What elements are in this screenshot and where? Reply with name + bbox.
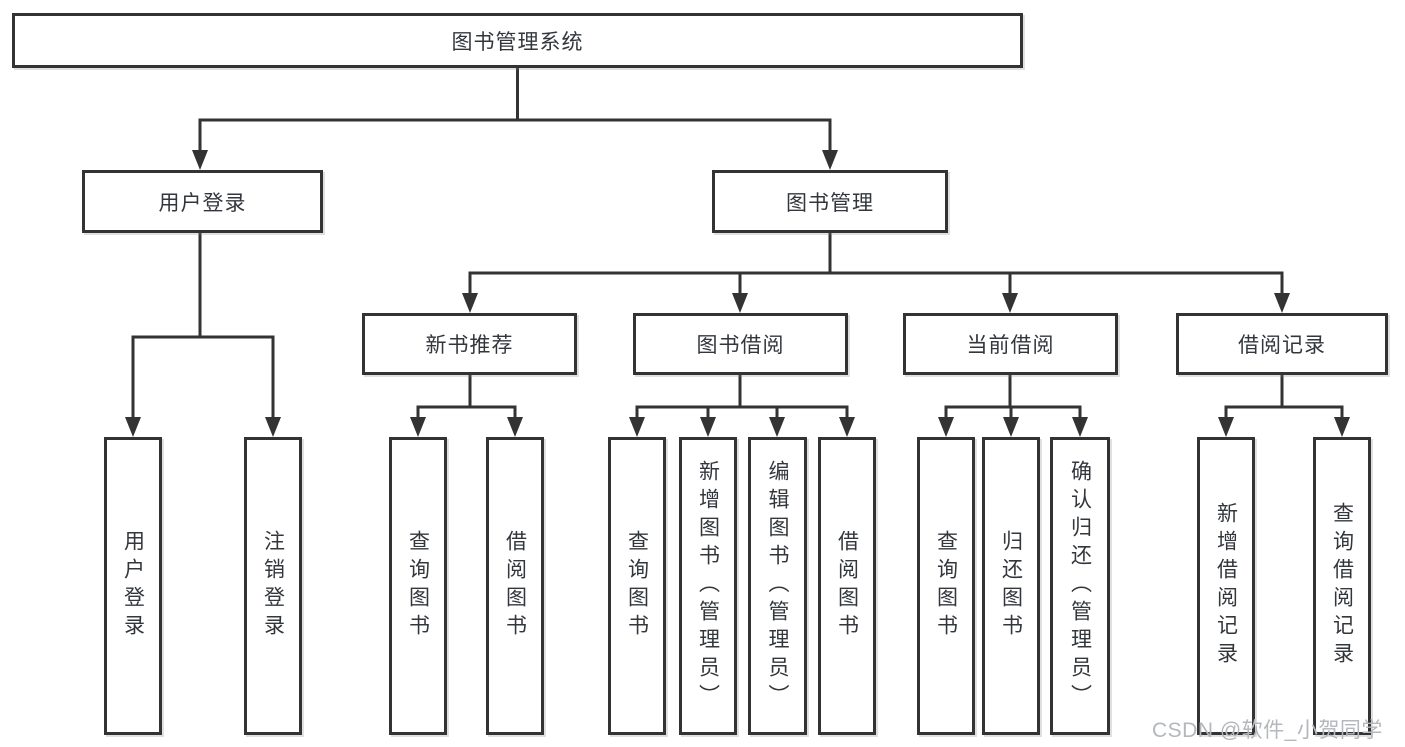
- leaf-edit-book-admin: 编辑图书（管理员）: [748, 437, 807, 735]
- leaf-add-book-admin-label: 新增图书（管理员）: [696, 460, 720, 712]
- leaf-newbooks-query-books: 查询图书: [389, 437, 447, 735]
- node-new-book-recommend: 新书推荐: [362, 313, 577, 375]
- node-new-book-recommend-label: 新书推荐: [425, 334, 514, 357]
- leaf-edit-book-admin-label: 编辑图书（管理员）: [766, 460, 789, 712]
- leaf-borrow-borrow-books-label: 借阅图书: [835, 530, 859, 642]
- node-book-management: 图书管理: [712, 170, 948, 233]
- leaf-logout: 注销登录: [244, 437, 302, 735]
- node-book-borrow-label: 图书借阅: [696, 334, 785, 357]
- node-book-borrow: 图书借阅: [633, 313, 848, 375]
- leaf-user-login: 用户登录: [104, 437, 162, 735]
- watermark: CSDN @软件_小贺同学: [1152, 719, 1383, 742]
- node-user-login-label: 用户登录: [158, 191, 247, 215]
- leaf-current-query-books: 查询图书: [917, 437, 975, 735]
- leaf-add-borrow-record-label: 新增借阅记录: [1214, 502, 1238, 670]
- node-borrow-records-label: 借阅记录: [1238, 334, 1326, 357]
- leaf-return-books-label: 归还图书: [999, 530, 1023, 642]
- leaf-current-query-books-label: 查询图书: [934, 530, 958, 642]
- node-root: 图书管理系统: [12, 13, 1023, 68]
- leaf-borrow-borrow-books: 借阅图书: [818, 437, 876, 735]
- leaf-add-borrow-record: 新增借阅记录: [1197, 437, 1255, 735]
- leaf-query-borrow-record-label: 查询借阅记录: [1330, 502, 1354, 670]
- leaf-user-login-label: 用户登录: [121, 530, 145, 642]
- leaf-add-book-admin: 新增图书（管理员）: [679, 437, 737, 735]
- leaf-confirm-return-admin-label: 确认归还（管理员）: [1068, 460, 1092, 712]
- node-current-borrow: 当前借阅: [903, 313, 1118, 375]
- node-borrow-records: 借阅记录: [1176, 313, 1388, 375]
- node-current-borrow-label: 当前借阅: [966, 334, 1055, 357]
- node-root-label: 图书管理系统: [451, 30, 584, 54]
- node-user-login: 用户登录: [82, 170, 323, 233]
- leaf-logout-label: 注销登录: [261, 530, 285, 642]
- leaf-query-borrow-record: 查询借阅记录: [1313, 437, 1371, 735]
- node-book-management-label: 图书管理: [786, 191, 874, 215]
- leaf-borrow-query-books-label: 查询图书: [625, 530, 649, 642]
- leaf-borrow-query-books: 查询图书: [608, 437, 666, 735]
- leaf-newbooks-query-books-label: 查询图书: [406, 530, 430, 642]
- leaf-return-books: 归还图书: [982, 437, 1040, 735]
- leaf-newbooks-borrow-books: 借阅图书: [486, 437, 544, 735]
- leaf-newbooks-borrow-books-label: 借阅图书: [503, 530, 527, 642]
- leaf-confirm-return-admin: 确认归还（管理员）: [1050, 437, 1110, 735]
